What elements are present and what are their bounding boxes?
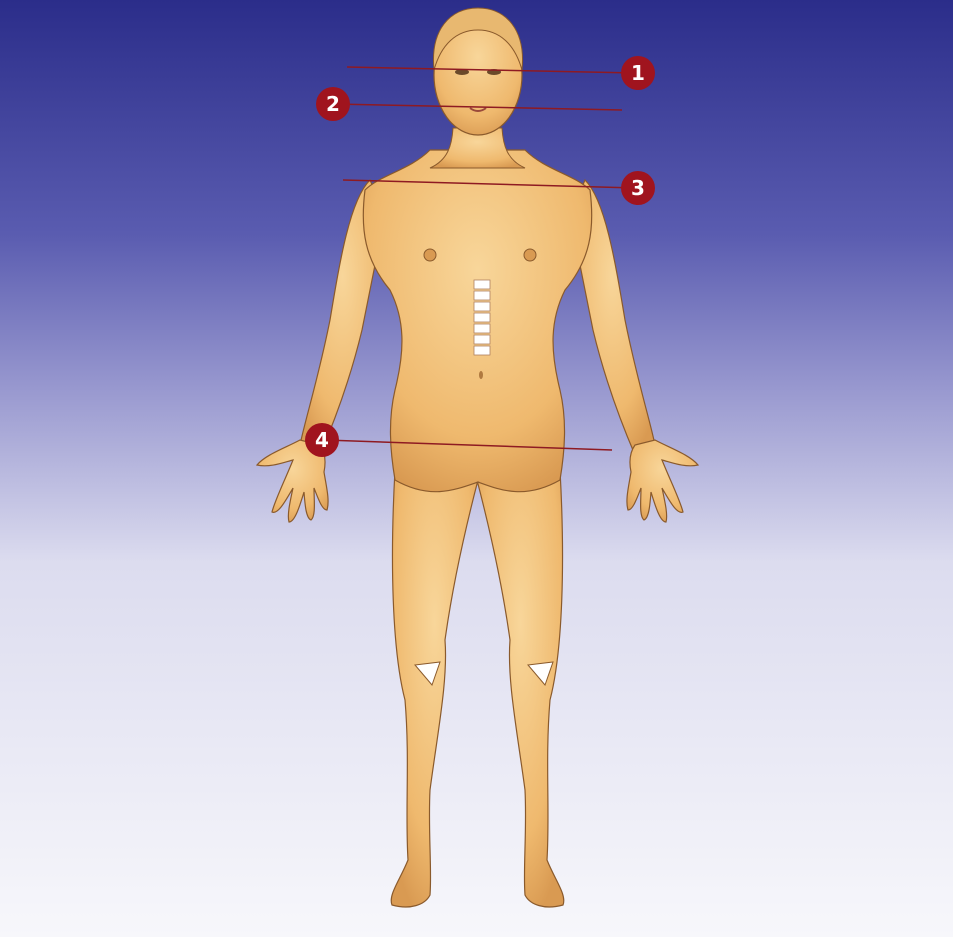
sternum-blocks (474, 280, 490, 355)
marker-1: 1 (621, 56, 655, 90)
right-leg (477, 470, 564, 907)
left-breast (424, 249, 436, 261)
marker-2: 2 (316, 87, 350, 121)
left-leg (391, 470, 478, 907)
marker-4-label: 4 (315, 428, 329, 452)
right-breast (524, 249, 536, 261)
marker-4: 4 (305, 423, 339, 457)
marker-2-label: 2 (326, 92, 340, 116)
navel (479, 371, 483, 379)
right-hand (627, 440, 698, 522)
marker-1-label: 1 (631, 61, 645, 85)
marker-3-label: 3 (631, 176, 645, 200)
marker-3: 3 (621, 171, 655, 205)
